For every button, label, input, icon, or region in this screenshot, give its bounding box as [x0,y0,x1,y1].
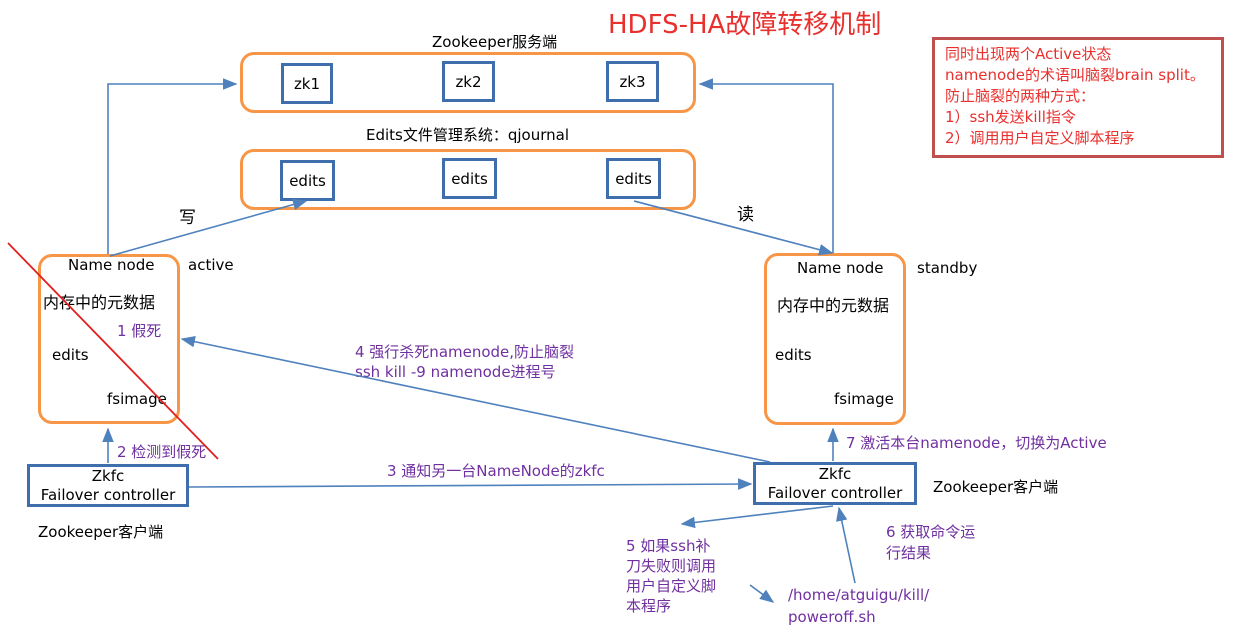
read-label: 读 [737,205,754,225]
step-6-line: 6 获取命令运 [886,523,976,541]
zk-node-3: zk3 [606,61,659,102]
step-3-label: 3 通知另一台NameNode的zkfc [387,462,605,480]
zk-node-1: zk1 [281,63,333,104]
step-1-label: 1 假死 [117,322,162,340]
zkfc-left-box: Zkfc Failover controller [27,464,189,507]
standby-to-zookeeper-arrow [698,78,834,253]
read-arrow [633,200,834,256]
standby-namenode-title: Name node [797,259,884,277]
brain-split-note: 同时出现两个Active状态 namenode的术语叫脑裂brain split… [932,37,1224,158]
zkfc-left-line1: Zkfc [91,466,125,485]
step-6-label: 6 获取命令运 行结果 [886,522,975,564]
failure-cross-line [7,242,219,460]
edits-node-1: edits [280,160,335,201]
step-4-line1: 4 强行杀死namenode,防止脑裂 [355,343,575,361]
zkfc-right-line1: Zkfc [818,464,852,483]
zkfc-right-box: Zkfc Failover controller [753,462,917,505]
zk-node-2: zk2 [442,61,495,102]
script-path-line: poweroff.sh [788,608,876,626]
step-5-line: 用户自定义脚 [626,577,717,595]
zkfc-right-line2: Failover controller [767,483,903,502]
step-2-label: 2 检测到假死 [117,443,207,461]
script-path-label: /home/atguigu/kill/ poweroff.sh [788,584,929,628]
step-5-label: 5 如果ssh补 刀失败则调用 用户自定义脚 本程序 [626,536,716,616]
zookeeper-server-label: Zookeeper服务端 [432,33,558,51]
note-line: 2）调用用户自定义脚本程序 [945,129,1135,147]
active-state-label: active [188,256,234,274]
edits-system-label: Edits文件管理系统：qjournal [366,126,570,144]
edits-node-3: edits [606,158,661,199]
zk-client-left-label: Zookeeper客户端 [38,523,164,541]
call-script-arrow [749,584,775,603]
zkfc-left-line2: Failover controller [40,485,176,504]
active-fsimage-label: fsimage [107,390,167,408]
note-line: 防止脑裂的两种方式： [945,87,1096,105]
active-edits-label: edits [52,346,89,364]
zkfc-to-zkfc-arrow [188,478,753,490]
standby-metadata-label: 内存中的元数据 [777,296,890,315]
active-to-zookeeper-arrow [107,78,238,254]
zk-client-right-label: Zookeeper客户端 [933,478,1059,496]
note-line: 1）ssh发送kill指令 [945,108,1076,126]
note-line: namenode的术语叫脑裂brain split。 [945,66,1205,84]
step-4-line2: ssh kill -9 namenode进程号 [355,363,556,381]
step-5-line: 5 如果ssh补 [626,537,711,555]
standby-fsimage-label: fsimage [834,390,894,408]
active-namenode-title: Name node [68,256,155,274]
command-result-arrow [836,506,856,584]
write-label: 写 [179,208,196,228]
script-path-line: /home/atguigu/kill/ [788,586,930,604]
kill-namenode-arrow [180,336,771,463]
step-7-label: 7 激活本台namenode，切换为Active [846,434,1107,452]
standby-namenode-box [764,253,906,425]
edits-node-2: edits [442,158,497,199]
standby-edits-label: edits [775,346,812,364]
step-5-arrow [680,505,834,529]
step-6-line: 行结果 [886,544,932,562]
step-5-line: 刀失败则调用 [626,557,717,575]
diagram-title: HDFS-HA故障转移机制 [608,10,882,40]
standby-state-label: standby [917,259,978,277]
note-line: 同时出现两个Active状态 [945,45,1112,63]
step-5-line: 本程序 [626,597,672,615]
write-arrow [109,198,308,257]
